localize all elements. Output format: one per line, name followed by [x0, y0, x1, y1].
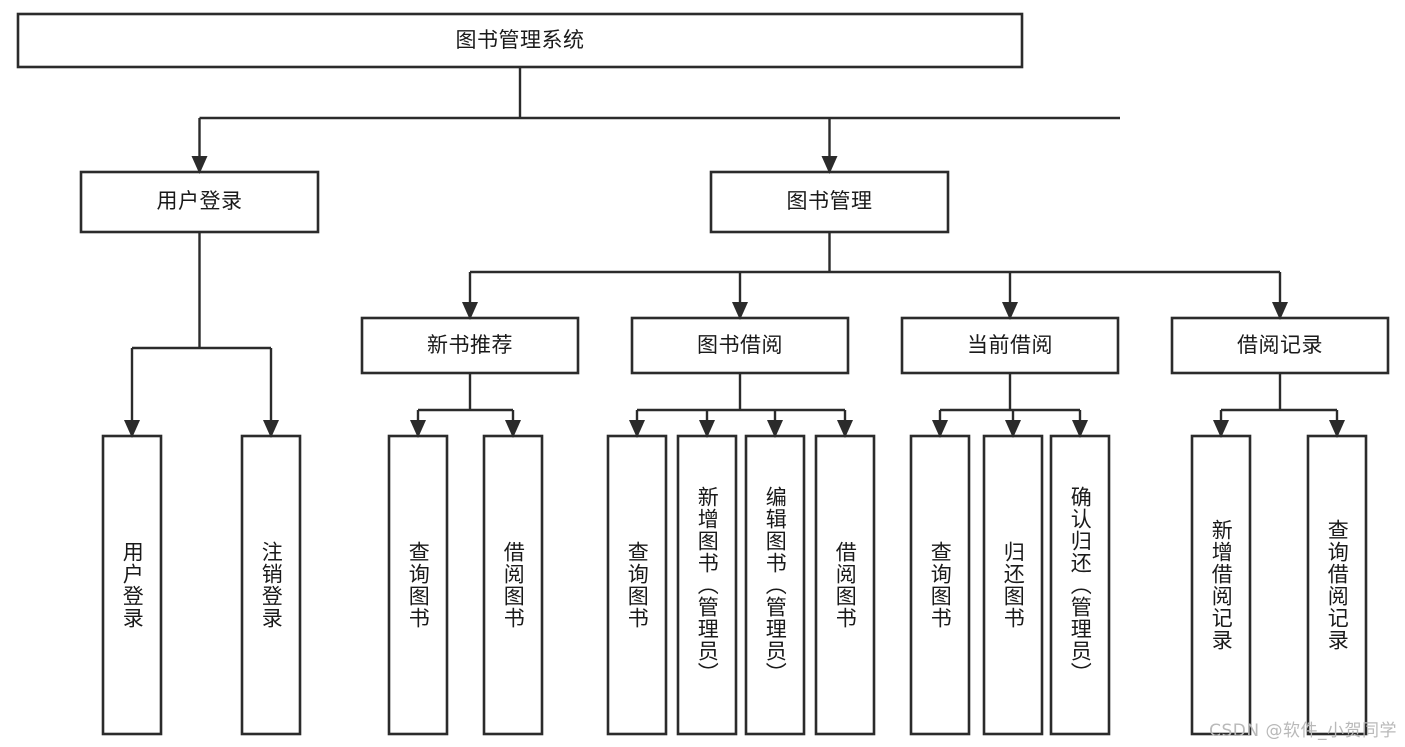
arrow-head-leaf-borrow-book-2: [837, 420, 853, 438]
arrow-head-leaf-add-record: [1213, 420, 1229, 438]
node-box-leaf-add-record[interactable]: [1190, 434, 1252, 736]
arrow-head-leaf-user-login: [124, 420, 140, 438]
arrow-head-leaf-return-book: [1005, 420, 1021, 438]
arrow-head-leaf-query-book-1: [410, 420, 426, 438]
arrow-head-new-book-recommend: [462, 302, 478, 320]
node-box-leaf-logout[interactable]: [240, 434, 302, 736]
arrow-head-borrow-record: [1272, 302, 1288, 320]
arrow-head-current-borrow: [1002, 302, 1018, 320]
node-box-book-manage[interactable]: [709, 170, 950, 234]
arrow-head-leaf-query-book-2: [629, 420, 645, 438]
connector-root-to-level2: [191, 67, 1120, 174]
node-box-leaf-query-book-3[interactable]: [909, 434, 971, 736]
node-box-leaf-edit-book[interactable]: [744, 434, 806, 736]
node-box-book-borrow[interactable]: [630, 316, 850, 375]
connector-book-manage-to-level3: [462, 232, 1288, 320]
arrow-head-leaf-borrow-book-1: [505, 420, 521, 438]
arrow-head-leaf-logout: [263, 420, 279, 438]
node-box-leaf-user-login[interactable]: [101, 434, 163, 736]
connector-book-borrow-to-leaves: [629, 373, 853, 438]
node-box-new-book-recommend[interactable]: [360, 316, 580, 375]
arrow-head-leaf-edit-book: [767, 420, 783, 438]
arrow-head-leaf-query-record: [1329, 420, 1345, 438]
node-box-leaf-confirm-return[interactable]: [1049, 434, 1111, 736]
connector-new-book-recommend-to-leaves: [410, 373, 521, 438]
node-box-leaf-query-record[interactable]: [1306, 434, 1368, 736]
connector-current-borrow-to-leaves: [932, 373, 1088, 438]
connector-user-login-to-leaves: [124, 232, 279, 438]
arrow-head-book-manage: [821, 156, 838, 174]
node-box-current-borrow[interactable]: [900, 316, 1120, 375]
node-box-leaf-query-book-1[interactable]: [387, 434, 449, 736]
node-box-leaf-add-book[interactable]: [676, 434, 738, 736]
connector-borrow-record-to-leaves: [1213, 373, 1345, 438]
arrow-head-leaf-confirm-return: [1072, 420, 1088, 438]
node-box-user-login[interactable]: [79, 170, 320, 234]
arrow-head-leaf-add-book: [699, 420, 715, 438]
node-box-leaf-borrow-book-1[interactable]: [482, 434, 544, 736]
node-box-leaf-query-book-2[interactable]: [606, 434, 668, 736]
arrow-head-user-login: [191, 156, 208, 174]
node-box-leaf-return-book[interactable]: [982, 434, 1044, 736]
arrow-head-leaf-query-book-3: [932, 420, 948, 438]
node-box-leaf-borrow-book-2[interactable]: [814, 434, 876, 736]
node-boxes: [16, 12, 1390, 736]
arrow-head-book-borrow: [732, 302, 748, 320]
node-box-borrow-record[interactable]: [1170, 316, 1390, 375]
node-box-root[interactable]: [16, 12, 1024, 69]
